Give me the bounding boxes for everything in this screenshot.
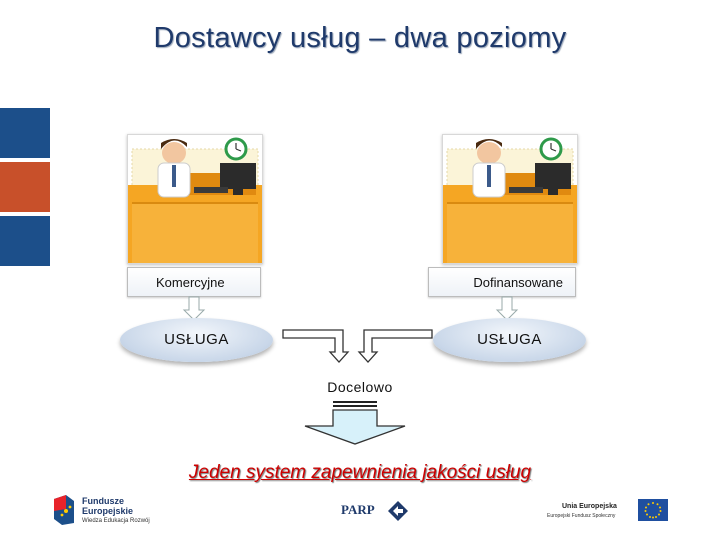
side-bar-blue-top (0, 108, 50, 158)
page-title: Dostawcy usług – dwa poziomy (153, 22, 567, 54)
ue-title: Unia Europejska (562, 503, 617, 510)
result-text: Jeden system zapewnienia jakości usług (188, 462, 532, 483)
left-down-arrow (182, 296, 206, 321)
eu-flag-icon (638, 499, 668, 521)
office-illustration-left (127, 134, 263, 264)
office-illustration-right (442, 134, 578, 264)
right-down-arrow (495, 296, 519, 321)
parp-logo-text: PARP (341, 502, 375, 517)
result-arrow (304, 409, 406, 445)
side-bar-orange (0, 162, 50, 212)
ue-subtitle: Europejski Fundusz Społeczny (547, 513, 616, 519)
left-bent-arrow (282, 329, 350, 363)
docelowo-label: Docelowo (327, 379, 393, 395)
fe-title-1: Fundusze (82, 496, 124, 506)
service-pill-left: USŁUGA (120, 318, 273, 362)
right-bent-arrow (357, 329, 433, 363)
side-bar-blue-bottom (0, 216, 50, 266)
parp-logo-icon (388, 501, 408, 521)
fe-subtitle: Wiedza Edukacja Rozwój (82, 518, 150, 524)
label-komercyjne: Komercyjne (127, 267, 261, 297)
fe-title-2: Europejskie (82, 506, 134, 516)
service-pill-right: USŁUGA (433, 318, 586, 362)
fe-logo-icon (54, 495, 74, 525)
